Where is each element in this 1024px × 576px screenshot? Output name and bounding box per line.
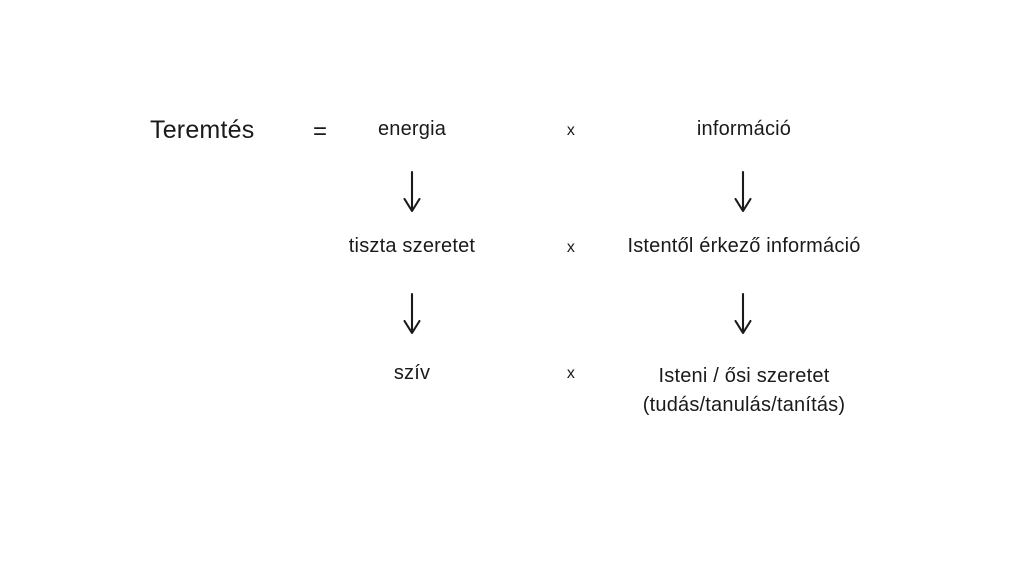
multiply-sign-row2: x [566, 239, 576, 256]
multiply-sign-row3: x [566, 365, 576, 382]
term-isteni-osi-szeretet-block: Isteni / ősi szeretet (tudás/tanulás/tan… [594, 362, 894, 420]
term-sziv: szív [393, 362, 431, 384]
multiply-sign-row1: x [566, 122, 576, 139]
term-tiszta-szeretet: tiszta szeretet [348, 235, 476, 257]
arrow-down-icon [399, 170, 425, 214]
arrow-down-icon [399, 292, 425, 336]
equals-sign: = [312, 118, 327, 145]
term-isteni-osi-szeretet-line1: Isteni / ősi szeretet [658, 365, 830, 387]
arrow-down-icon [730, 292, 756, 336]
term-istentol-erkezo-informacio: Istentől érkező információ [627, 235, 861, 257]
arrow-down-icon [730, 170, 756, 214]
term-informacio: információ [696, 118, 792, 140]
term-isteni-osi-szeretet-line2: (tudás/tanulás/tanítás) [642, 394, 846, 416]
diagram-subject-teremtes: Teremtés [150, 116, 255, 144]
term-energia: energia [377, 118, 447, 140]
